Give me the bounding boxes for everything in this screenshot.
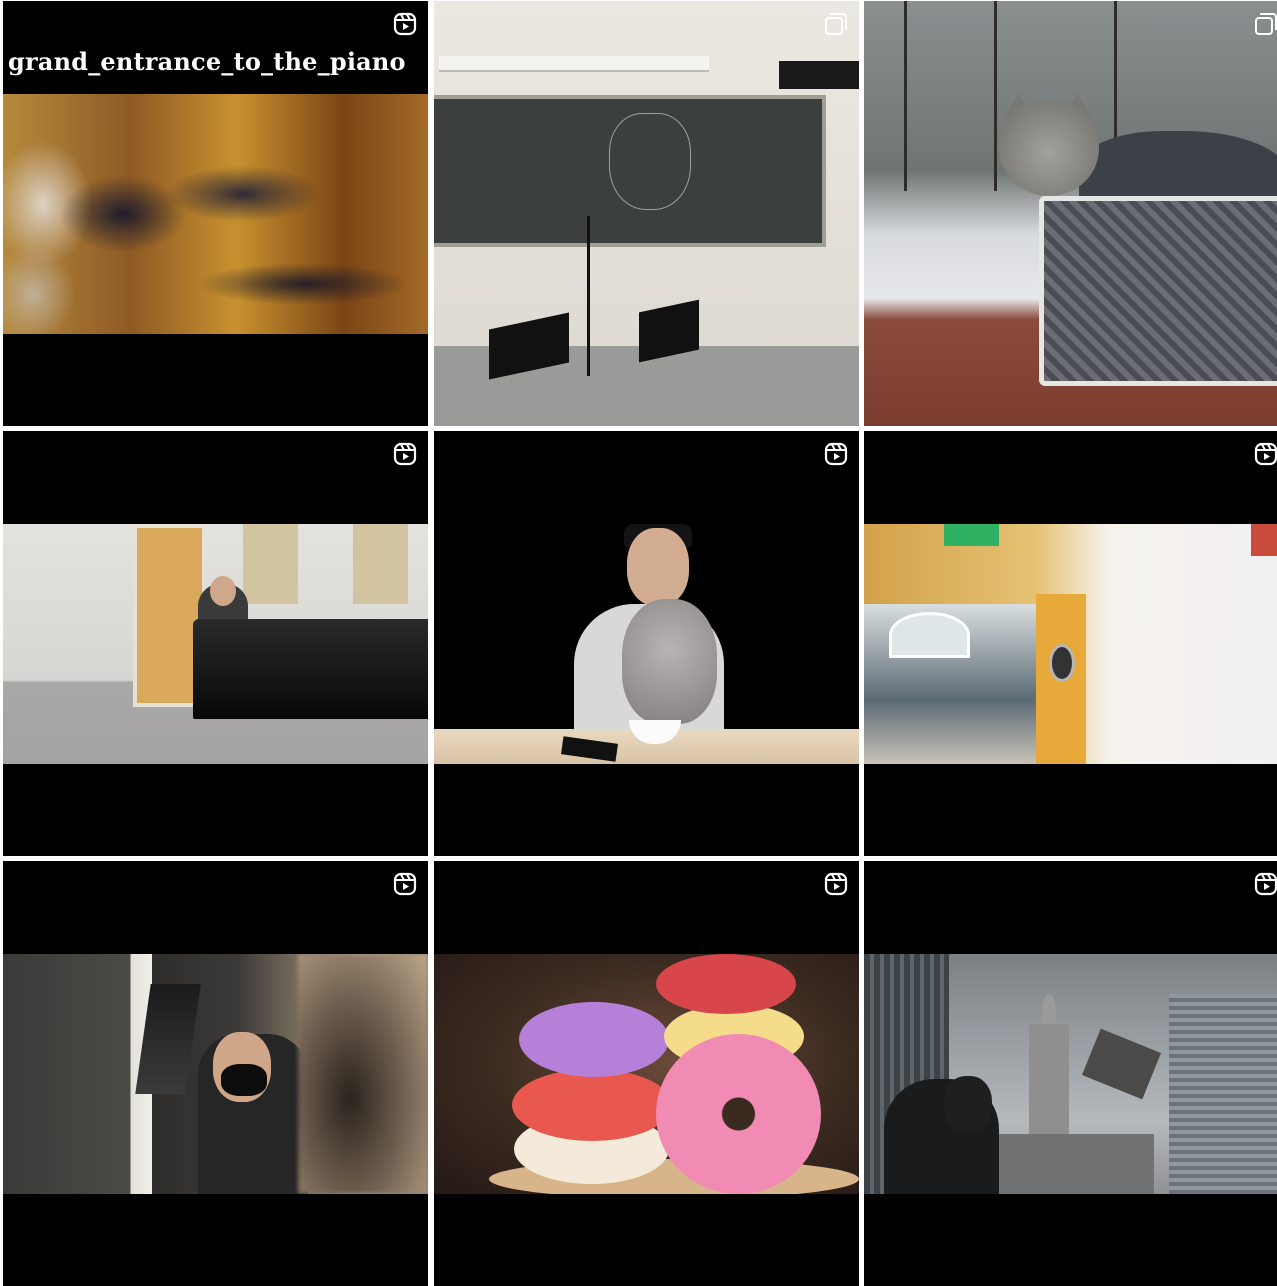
masked-person-thumbnail [3,954,428,1194]
reels-icon [1254,872,1277,896]
speaker [779,61,859,89]
post-overlay-title: grand_entrance_to_the_piano [8,47,406,76]
piano-room-thumbnail [3,524,428,764]
tree [994,1,997,191]
fire-alarm [1251,524,1277,556]
pink-donut [656,1034,821,1194]
reels-icon [393,12,417,36]
bike-basket [1039,196,1277,386]
abstract-thumbnail [3,94,428,334]
post-tile-2[interactable] [434,1,859,426]
donut [512,1069,672,1141]
cat-basket-thumbnail [864,1,1277,426]
person-head [627,528,689,606]
reels-icon [824,872,848,896]
reels-icon [1254,442,1277,466]
carousel-icon [1254,12,1277,36]
post-tile-6[interactable] [864,431,1277,856]
acoustic-panel [353,524,408,604]
clock-tower [1029,1024,1069,1154]
chalkboard [434,95,826,247]
post-tile-3[interactable] [864,1,1277,426]
reels-icon [393,442,417,466]
donut [656,954,796,1014]
music-stand-pole [587,216,590,376]
blurred-foreground [298,954,428,1194]
arched-window [889,612,970,658]
donut [519,1002,669,1077]
building [1169,994,1277,1194]
post-tile-1[interactable]: grand_entrance_to_the_piano [3,1,428,426]
post-tile-7[interactable] [3,861,428,1286]
classroom-thumbnail [434,1,859,426]
cat [622,599,717,724]
carousel-icon [824,12,848,36]
post-tile-9[interactable] [864,861,1277,1286]
exit-sign [944,524,999,546]
city-hall [984,1134,1154,1194]
grand-piano [193,619,428,719]
city-hall-thumbnail [864,954,1277,1194]
face-mask [221,1064,267,1096]
person-head [944,1076,992,1132]
post-tile-5[interactable] [434,431,859,856]
donuts-thumbnail [434,954,859,1194]
clock-tower-spire [1042,994,1056,1029]
chalk-drawing [609,113,691,210]
acoustic-panel [243,524,298,604]
projector-screen [439,56,709,72]
door-window [1049,644,1075,682]
doorway-thumbnail [864,524,1277,764]
cat [999,101,1099,196]
cat-hug-thumbnail [434,524,859,764]
reels-icon [824,442,848,466]
post-tile-8[interactable] [434,861,859,1286]
tree [904,1,907,191]
post-tile-4[interactable] [3,431,428,856]
reels-icon [393,872,417,896]
pianist-head [210,576,236,606]
tree [1114,1,1117,191]
